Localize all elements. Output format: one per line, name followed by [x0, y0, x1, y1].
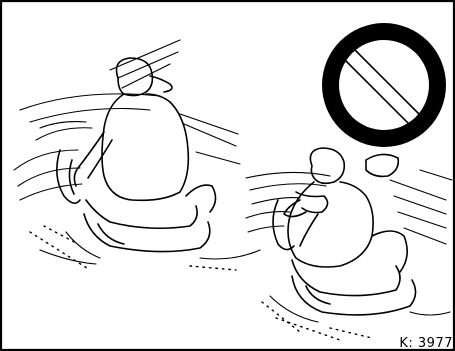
left-occupant-lap	[86, 200, 197, 228]
right-scene	[246, 148, 452, 340]
left-dash-line	[30, 109, 150, 123]
prohibition-icon	[322, 23, 446, 147]
right-head-restraint	[366, 154, 398, 176]
right-seat-back	[372, 231, 407, 272]
right-dash-line	[246, 212, 290, 218]
left-occupant-arm-inner	[88, 140, 112, 178]
right-occupant-arm-inner	[300, 214, 318, 246]
left-scene	[14, 40, 260, 270]
left-floor-dots	[190, 266, 236, 270]
left-floor-dots	[44, 226, 78, 244]
right-dash-line	[246, 172, 330, 178]
right-dash-line	[248, 226, 284, 232]
right-dash-line	[394, 196, 446, 214]
right-floor-line	[410, 312, 450, 315]
left-dash-line	[110, 40, 180, 70]
left-dash-line	[122, 64, 170, 88]
left-dash-line	[196, 152, 240, 164]
right-occupant-hands	[296, 192, 328, 213]
left-floor-dots	[30, 232, 90, 270]
left-dash-line	[40, 122, 86, 128]
left-dash-line	[20, 94, 160, 110]
right-dash-line	[404, 228, 446, 244]
left-steering-wheel-inner	[69, 160, 74, 194]
left-dash-line	[14, 150, 78, 170]
right-occupant-head	[310, 148, 344, 183]
right-floor-dots	[262, 302, 300, 332]
left-floor-line	[200, 250, 260, 259]
right-dash-line	[398, 212, 446, 228]
right-steering-wheel	[273, 200, 294, 250]
figure-reference-code: K: 3977	[399, 336, 453, 351]
right-seat-fold	[306, 286, 330, 304]
left-dash-line	[184, 124, 236, 146]
right-floor-dots	[276, 318, 340, 340]
right-dash-line	[250, 184, 326, 190]
left-dash-line	[180, 114, 238, 134]
left-steering-wheel	[57, 150, 80, 203]
right-floor-dots	[330, 328, 372, 338]
left-floor-line	[66, 232, 100, 258]
right-dash-line	[420, 170, 452, 180]
left-dash-line	[36, 128, 92, 140]
left-seat-back	[186, 185, 216, 212]
left-head-restraint	[150, 76, 172, 92]
